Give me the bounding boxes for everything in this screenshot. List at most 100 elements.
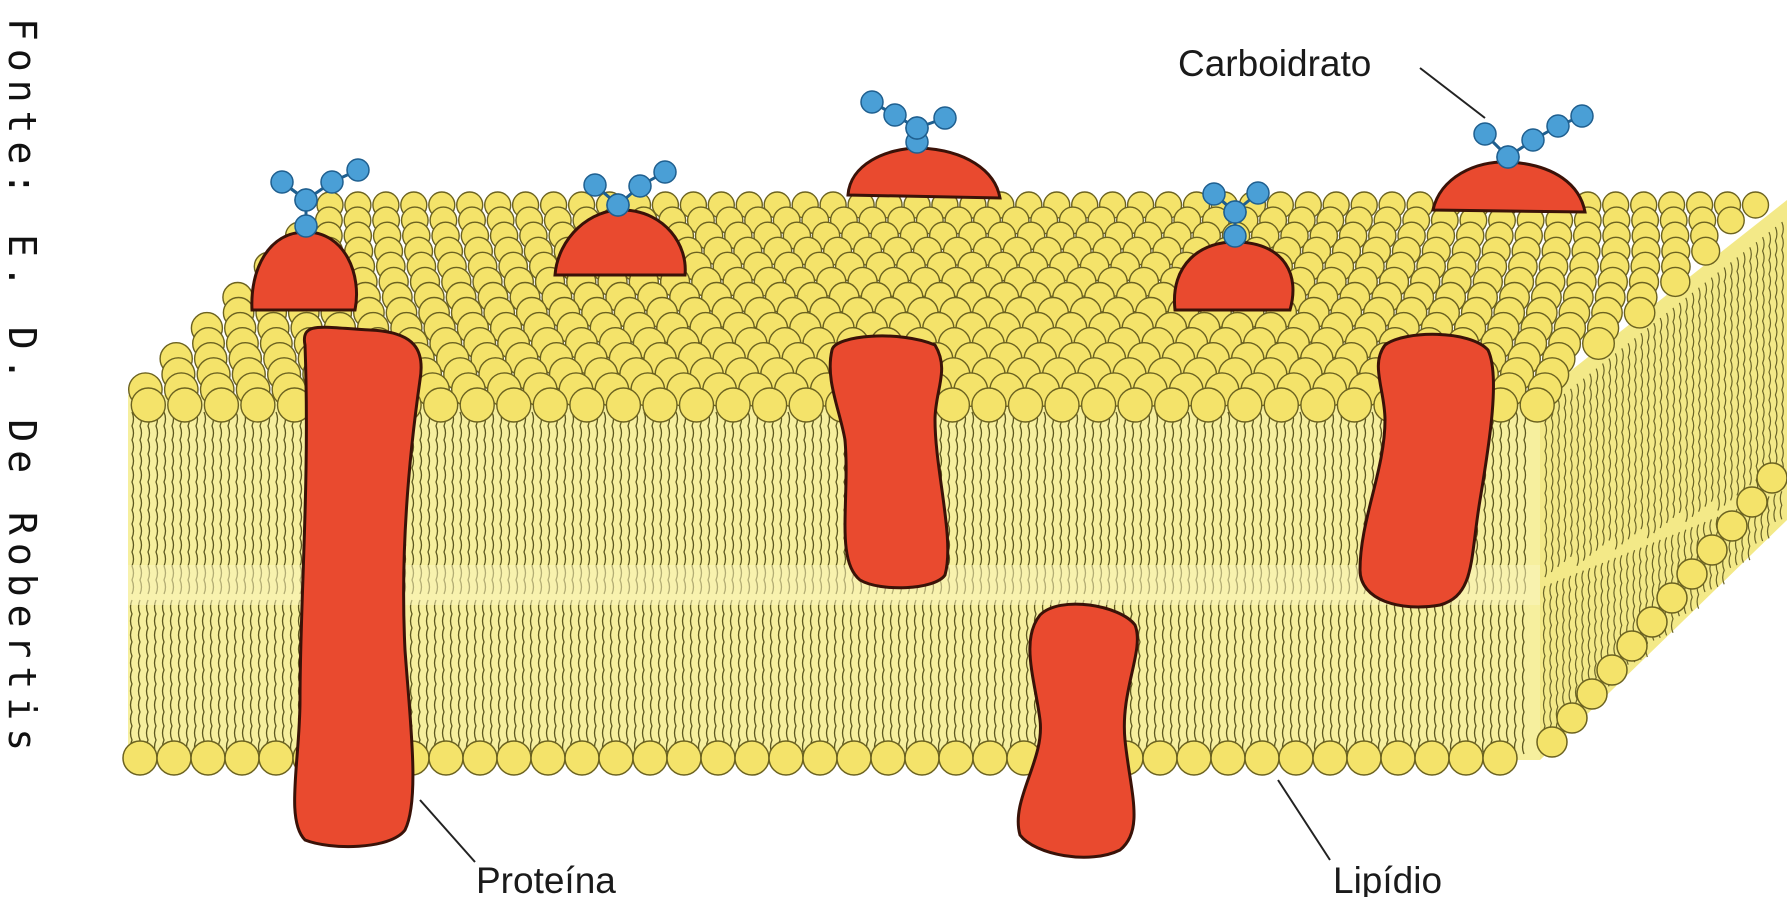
lipid-head-bottom (735, 741, 769, 775)
lipid-head-side (1597, 655, 1627, 685)
lipid-head-bottom (1449, 741, 1483, 775)
lipid-head-bottom (123, 741, 157, 775)
sugar-unit (629, 175, 651, 197)
lipid-head-bottom (1347, 741, 1381, 775)
sugar-unit (1522, 129, 1544, 151)
sugar-unit (1571, 105, 1593, 127)
sugar-unit (906, 117, 928, 139)
sugar-unit (271, 171, 293, 193)
lipid-leader-line (1278, 780, 1330, 860)
lipid-head (533, 388, 567, 422)
lipid-head-bottom (463, 741, 497, 775)
sugar-unit (884, 104, 906, 126)
lipid-head (1520, 388, 1554, 422)
transmembrane-protein (295, 327, 422, 846)
lipid-head-side (1657, 583, 1687, 613)
lipid-head-bottom (565, 741, 599, 775)
lipid-head (131, 388, 165, 422)
surface-protein-5 (1433, 162, 1585, 212)
lipid-head (753, 388, 787, 422)
protein-leader-line (420, 800, 475, 862)
lipid-head (1692, 237, 1720, 265)
lipid-head (1337, 388, 1371, 422)
lipid-head-bottom (497, 741, 531, 775)
lipid-head-side (1737, 487, 1767, 517)
lipid-head-bottom (599, 741, 633, 775)
carbohydrate-chain-3 (861, 91, 956, 153)
lipid-head-bottom (1143, 741, 1177, 775)
lipid-head (1045, 388, 1079, 422)
sugar-unit (934, 107, 956, 129)
lipid-head-bottom (259, 741, 293, 775)
sugar-unit (1474, 123, 1496, 145)
lipid-head-side (1677, 559, 1707, 589)
lipid-head (1009, 388, 1043, 422)
lipid-head-bottom (633, 741, 667, 775)
lipid-head (935, 388, 969, 422)
lipid-head (1082, 388, 1116, 422)
lipid-head (570, 388, 604, 422)
lipid-head (680, 388, 714, 422)
sugar-unit (295, 189, 317, 211)
lipid-head (1301, 388, 1335, 422)
lipid-label: Lipídio (1333, 860, 1442, 897)
lipid-head (1583, 328, 1615, 360)
lipid-head (789, 388, 823, 422)
sugar-unit (1203, 183, 1225, 205)
lipid-head-bottom (1313, 741, 1347, 775)
lipid-head-bottom (803, 741, 837, 775)
lipid-head (972, 388, 1006, 422)
sugar-unit (654, 161, 676, 183)
lipid-head (204, 388, 238, 422)
sugar-unit (321, 171, 343, 193)
sugar-unit (1497, 146, 1519, 168)
lipid-head-side (1617, 631, 1647, 661)
lipid-head (460, 388, 494, 422)
lipid-head-side (1557, 703, 1587, 733)
lipid-head (1624, 298, 1654, 328)
lipid-head-bottom (225, 741, 259, 775)
lipid-head-bottom (1381, 741, 1415, 775)
lipid-head-bottom (905, 741, 939, 775)
lipid-head (1743, 192, 1769, 218)
lipid-head (497, 388, 531, 422)
lipid-head (1191, 388, 1225, 422)
lipid-head-bottom (1415, 741, 1449, 775)
carbohydrate-leader-line (1420, 68, 1485, 118)
lipid-head-bottom (939, 741, 973, 775)
lipid-head (424, 388, 458, 422)
surface-protein-3 (848, 148, 1000, 198)
lipid-head-bottom (1245, 741, 1279, 775)
integral-protein-upper (830, 336, 948, 588)
lipid-head (1264, 388, 1298, 422)
lipid-head-bottom (701, 741, 735, 775)
lipid-head-side (1717, 511, 1747, 541)
lipid-head-side (1577, 679, 1607, 709)
lipid-head (1228, 388, 1262, 422)
sugar-unit (861, 91, 883, 113)
lipid-head-side (1697, 535, 1727, 565)
lipid-head-side (1757, 463, 1787, 493)
lipid-head-bottom (837, 741, 871, 775)
lipid-head-bottom (1279, 741, 1313, 775)
lipid-head-bottom (429, 741, 463, 775)
sugar-unit (1247, 182, 1269, 204)
sugar-unit (607, 194, 629, 216)
lipid-head-bottom (1483, 741, 1517, 775)
carbohydrate-label: Carboidrato (1178, 43, 1371, 84)
sugar-unit (295, 215, 317, 237)
lipid-head-side (1637, 607, 1667, 637)
sugar-unit (347, 159, 369, 181)
lipid-head (1118, 388, 1152, 422)
carbohydrate-chain-5 (1474, 105, 1593, 168)
lipid-head-bottom (871, 741, 905, 775)
lipid-head-bottom (1211, 741, 1245, 775)
sugar-unit (1224, 201, 1246, 223)
lipid-head (606, 388, 640, 422)
sugar-unit (1547, 115, 1569, 137)
lipid-head (241, 388, 275, 422)
lipid-head-bottom (191, 741, 225, 775)
lipid-head (1661, 267, 1690, 296)
